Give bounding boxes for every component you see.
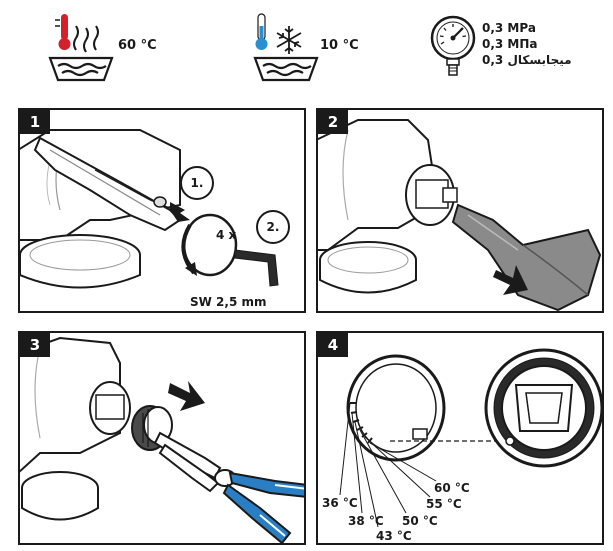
panel-4: 4 36 °C 38 °C 43 °C 50 °C 55 °C 60 °C <box>316 331 604 545</box>
panel-1-number: 1 <box>20 110 50 134</box>
steam-icon <box>73 25 99 53</box>
pressure-line-1: 0,3 MPa <box>482 21 536 35</box>
pressure-line-3: ميجابسكال 0,3 <box>482 53 572 67</box>
temp-label-60: 60 °C <box>434 481 470 495</box>
panel-4-illustration <box>339 348 602 528</box>
panel-3-illustration <box>20 336 304 543</box>
panel-3: 3 <box>18 331 306 545</box>
cold-water-icon <box>253 13 319 82</box>
panel-2: 2 <box>316 108 604 313</box>
thermometer-cold-icon <box>255 13 268 50</box>
tool-size-label: SW 2,5 mm <box>190 295 267 309</box>
panel-4-number: 4 <box>318 333 348 357</box>
cold-temperature-label: 10 °C <box>320 38 359 53</box>
bowl-icon <box>48 56 114 82</box>
hot-temperature-label: 60 °C <box>118 38 157 53</box>
bowl-icon <box>253 56 319 82</box>
temp-label-50: 50 °C <box>402 514 438 528</box>
temp-label-36: 36 °C <box>322 496 358 510</box>
panel-2-number: 2 <box>318 110 348 134</box>
step-2-circle: 2. <box>256 210 290 244</box>
snowflake-icon <box>276 26 302 54</box>
hot-water-icon <box>48 14 114 82</box>
panel-1-illustration <box>20 129 279 289</box>
panel-1: 1 1. 2. 4 x SW 2,5 mm <box>18 108 306 313</box>
pressure-gauge-icon <box>430 15 476 76</box>
pressure-line-2: 0,3 МПа <box>482 37 538 51</box>
panel-3-number: 3 <box>20 333 50 357</box>
step-1-circle: 1. <box>180 166 214 200</box>
temp-label-38: 38 °C <box>348 514 384 528</box>
panel-2-illustration <box>318 119 602 311</box>
temp-label-43: 43 °C <box>376 529 412 543</box>
turns-label: 4 x <box>216 228 237 242</box>
temp-label-55: 55 °C <box>426 497 462 511</box>
thermometer-hot-icon <box>55 14 71 50</box>
